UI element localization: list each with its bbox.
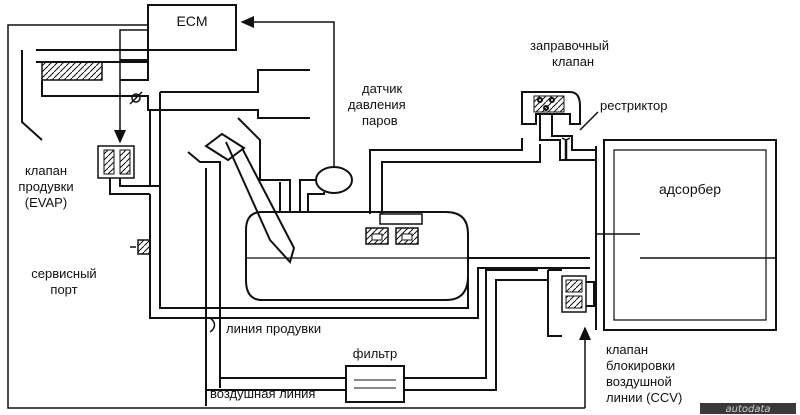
filler-valve-label-2: клапан [552, 54, 594, 69]
watermark: autodata [700, 403, 796, 415]
ecm-label: ECM [176, 13, 207, 29]
ccv-label-4: линии (CCV) [606, 390, 682, 405]
pressure-sensor-label-2: давления [348, 97, 406, 112]
purge-valve-label-2: продувки [18, 179, 73, 194]
filler-valve-label-1: заправочный [530, 38, 609, 53]
ecm-output-line [7, 24, 585, 409]
service-port-label-1: сервисный [31, 266, 96, 281]
service-port-label-2: порт [50, 282, 77, 297]
pressure-sensor-label-3: паров [362, 113, 398, 128]
air-line [206, 279, 548, 391]
vapor-pressure-sensor [299, 166, 353, 212]
vapor-line [369, 138, 523, 214]
air-line-label: воздушная линия [210, 386, 315, 401]
purge-valve-label-1: клапан [25, 163, 67, 178]
pressure-sensor-label-1: датчик [362, 81, 403, 96]
purge-line-label: линия продувки [226, 321, 321, 336]
watermark-text: autodata [725, 404, 770, 415]
pressure-sensor-signal-line [240, 16, 335, 168]
tank-valves [365, 213, 423, 245]
filter [345, 365, 405, 403]
restrictor [561, 111, 599, 160]
service-port [130, 239, 151, 255]
filler-neck [187, 117, 296, 406]
purge-valve-label-3: (EVAP) [25, 195, 67, 210]
labels: датчик давления паров заправочный клапан… [18, 38, 721, 405]
purge-valve [97, 110, 161, 195]
ccv-valve [547, 269, 595, 337]
filler-valve [521, 91, 596, 161]
ccv-label-3: воздушной [606, 374, 672, 389]
purge-line [149, 194, 590, 319]
adsorber-label: адсорбер [659, 181, 721, 197]
fuel-tank [245, 211, 469, 301]
ccv-label-1: клапан [606, 342, 648, 357]
restrictor-label: рестриктор [600, 98, 668, 113]
ccv-label-2: блокировки [606, 358, 675, 373]
engine-intake [21, 49, 310, 141]
filter-label: фильтр [353, 346, 397, 361]
adsorber-canister [595, 139, 777, 331]
ecm-to-purge-valve-line [114, 29, 148, 144]
ecm-box: ECM [147, 4, 237, 51]
